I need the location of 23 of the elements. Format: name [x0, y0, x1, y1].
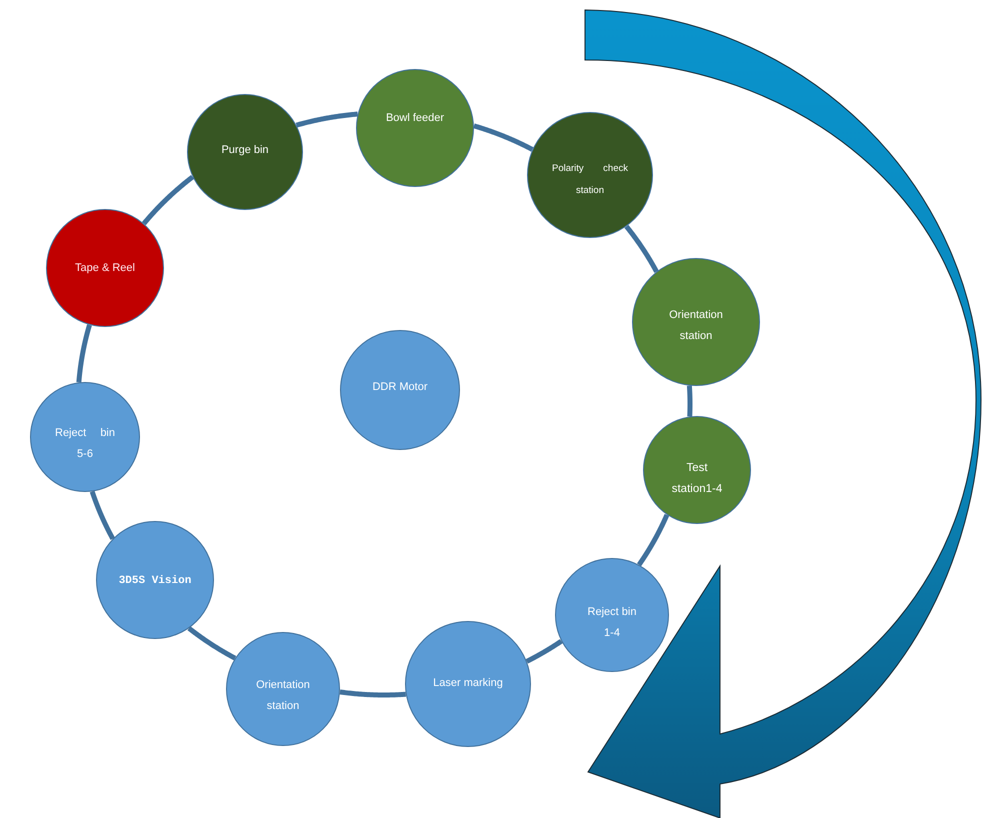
- node-label: Laser marking: [432, 676, 504, 690]
- ring-connector: [294, 112, 360, 128]
- node-label: Reject bin 5-6: [55, 426, 115, 462]
- node-label: Bowl feeder: [385, 110, 445, 126]
- ring-connector: [142, 174, 194, 226]
- node-label: Test station1-4: [671, 461, 723, 497]
- ring-connector: [90, 490, 115, 541]
- node-label: Reject bin 1-4: [587, 605, 637, 641]
- ring-connector: [76, 323, 92, 384]
- ring-connector: [636, 513, 670, 567]
- node-label: 3D5S Vision: [118, 574, 192, 588]
- ring-connector: [472, 123, 534, 152]
- ring-connector: [686, 384, 692, 418]
- node-label: Tape & Reel: [74, 260, 136, 276]
- node-label: Orientation station: [256, 678, 310, 714]
- ring-connector: [187, 626, 237, 660]
- node-label: Orientation station: [668, 308, 724, 344]
- ring-connector: [624, 224, 659, 274]
- node-label: Purge bin: [220, 142, 270, 158]
- ring-connector: [338, 689, 408, 698]
- node-label: Polarity check station: [552, 162, 628, 198]
- node-label: DDR Motor: [372, 380, 428, 394]
- ring-connector: [524, 639, 564, 664]
